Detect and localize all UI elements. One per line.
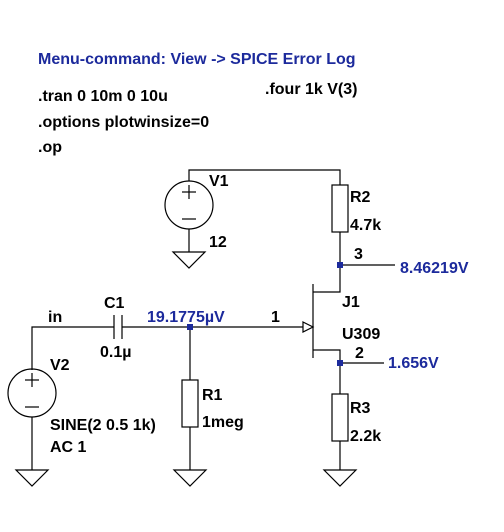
v1-value: 12 <box>209 234 227 251</box>
gate-voltage: 19.1775µV <box>147 309 225 326</box>
ground-icon <box>14 469 50 487</box>
v2-ac: AC 1 <box>50 439 87 456</box>
r3-value: 2.2k <box>350 428 381 445</box>
j1-name: J1 <box>342 294 360 311</box>
c1-capacitor[interactable] <box>113 315 123 339</box>
ground-icon <box>172 469 208 487</box>
junction-node3-dot <box>337 262 343 268</box>
j1-value: U309 <box>342 326 380 343</box>
c1-name: C1 <box>104 295 125 312</box>
j1-jfet[interactable] <box>302 284 320 358</box>
net-label-in: in <box>48 309 62 326</box>
options-directive: .options plotwinsize=0 <box>38 114 209 131</box>
r2-resistor[interactable] <box>331 184 349 233</box>
ground-icon <box>322 469 358 487</box>
tran-directive: .tran 0 10m 0 10u <box>38 88 168 105</box>
r2-value: 4.7k <box>350 217 381 234</box>
r2-name: R2 <box>350 189 371 206</box>
ground-icon <box>171 251 207 269</box>
op-directive: .op <box>38 139 62 156</box>
gate-arrow-icon <box>302 321 315 333</box>
r3-name: R3 <box>350 400 371 417</box>
wires <box>31 169 395 394</box>
junction-node2-dot <box>337 360 343 366</box>
wire-supply-rail <box>188 169 341 185</box>
v2-source[interactable] <box>7 368 57 487</box>
net-label-1: 1 <box>271 309 280 326</box>
wire-drain-node3 <box>320 232 341 293</box>
r1-value: 1meg <box>202 414 244 431</box>
drain-voltage: 8.46219V <box>400 260 469 277</box>
r3-resistor[interactable] <box>322 393 358 487</box>
wire-in <box>31 326 114 370</box>
v1-source[interactable] <box>164 180 214 269</box>
v2-value: SINE(2 0.5 1k) <box>50 417 156 434</box>
r1-resistor[interactable] <box>172 379 208 487</box>
wire-source <box>320 349 341 394</box>
source-voltage: 1.656V <box>388 355 439 372</box>
r1-name: R1 <box>202 387 223 404</box>
junction-node1-dot <box>187 324 193 330</box>
v1-name: V1 <box>209 173 229 190</box>
four-directive: .four 1k V(3) <box>265 81 357 98</box>
net-label-3: 3 <box>354 246 363 263</box>
net-label-2: 2 <box>355 345 364 362</box>
c1-value: 0.1µ <box>100 344 131 361</box>
v2-name: V2 <box>50 357 70 374</box>
menu-command-text: Menu-command: View -> SPICE Error Log <box>38 51 356 68</box>
